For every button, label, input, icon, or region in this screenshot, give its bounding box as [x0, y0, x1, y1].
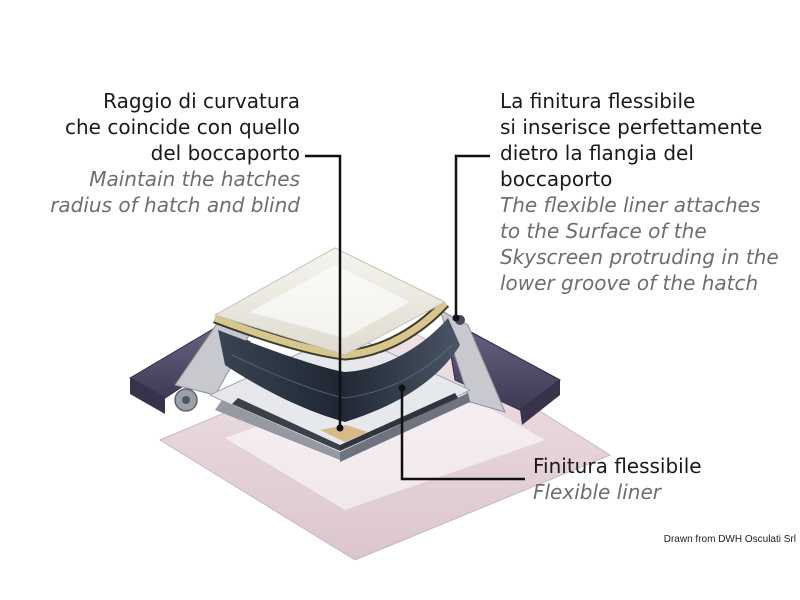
callout-flange-it-2: si inserisce perfettamente: [500, 115, 763, 139]
image-credit: Drawn from DWH Osculati Srl: [663, 534, 796, 545]
leader-dot-liner: [398, 384, 406, 392]
callout-flange-en-4: lower groove of the hatch: [500, 271, 759, 295]
leader-liner: [400, 388, 525, 481]
flexible-liner-shape: [218, 318, 460, 422]
leader-radius: [305, 154, 342, 428]
liner-corner: [320, 425, 368, 442]
callout-flange-it-4: boccaporto: [500, 167, 613, 191]
callout-flange-en-2: to the Surface of the: [500, 219, 707, 243]
callout-radius: Raggio di curvatura che coincide con que…: [50, 88, 300, 218]
leader-lines: [305, 154, 525, 481]
callout-flange: La finitura flessibile si inserisce perf…: [500, 88, 779, 296]
callout-radius-it-1: Raggio di curvatura: [103, 89, 300, 113]
leader-dot-radius: [336, 424, 344, 432]
callout-liner-en-1: Flexible liner: [533, 480, 661, 504]
leader-dot-flange: [452, 314, 460, 322]
callout-radius-en-1: Maintain the hatches: [89, 167, 300, 191]
callout-flange-it-1: La finitura flessibile: [500, 89, 696, 113]
callout-liner-it-1: Finitura flessibile: [533, 454, 702, 478]
callout-flange-en-1: The flexible liner attaches: [500, 193, 761, 217]
callout-radius-en-2: radius of hatch and blind: [50, 193, 300, 217]
callout-radius-it-2: che coincide con quello: [65, 115, 300, 139]
leader-flange: [454, 154, 490, 318]
callout-radius-it-3: del boccaporto: [150, 141, 300, 165]
hatch-glass: [213, 247, 447, 356]
callout-flange-en-3: Skyscreen protruding in the: [500, 245, 779, 269]
callout-flange-it-3: dietro la flangia del: [500, 141, 694, 165]
callout-liner: Finitura flessibile Flexible liner: [533, 453, 702, 505]
